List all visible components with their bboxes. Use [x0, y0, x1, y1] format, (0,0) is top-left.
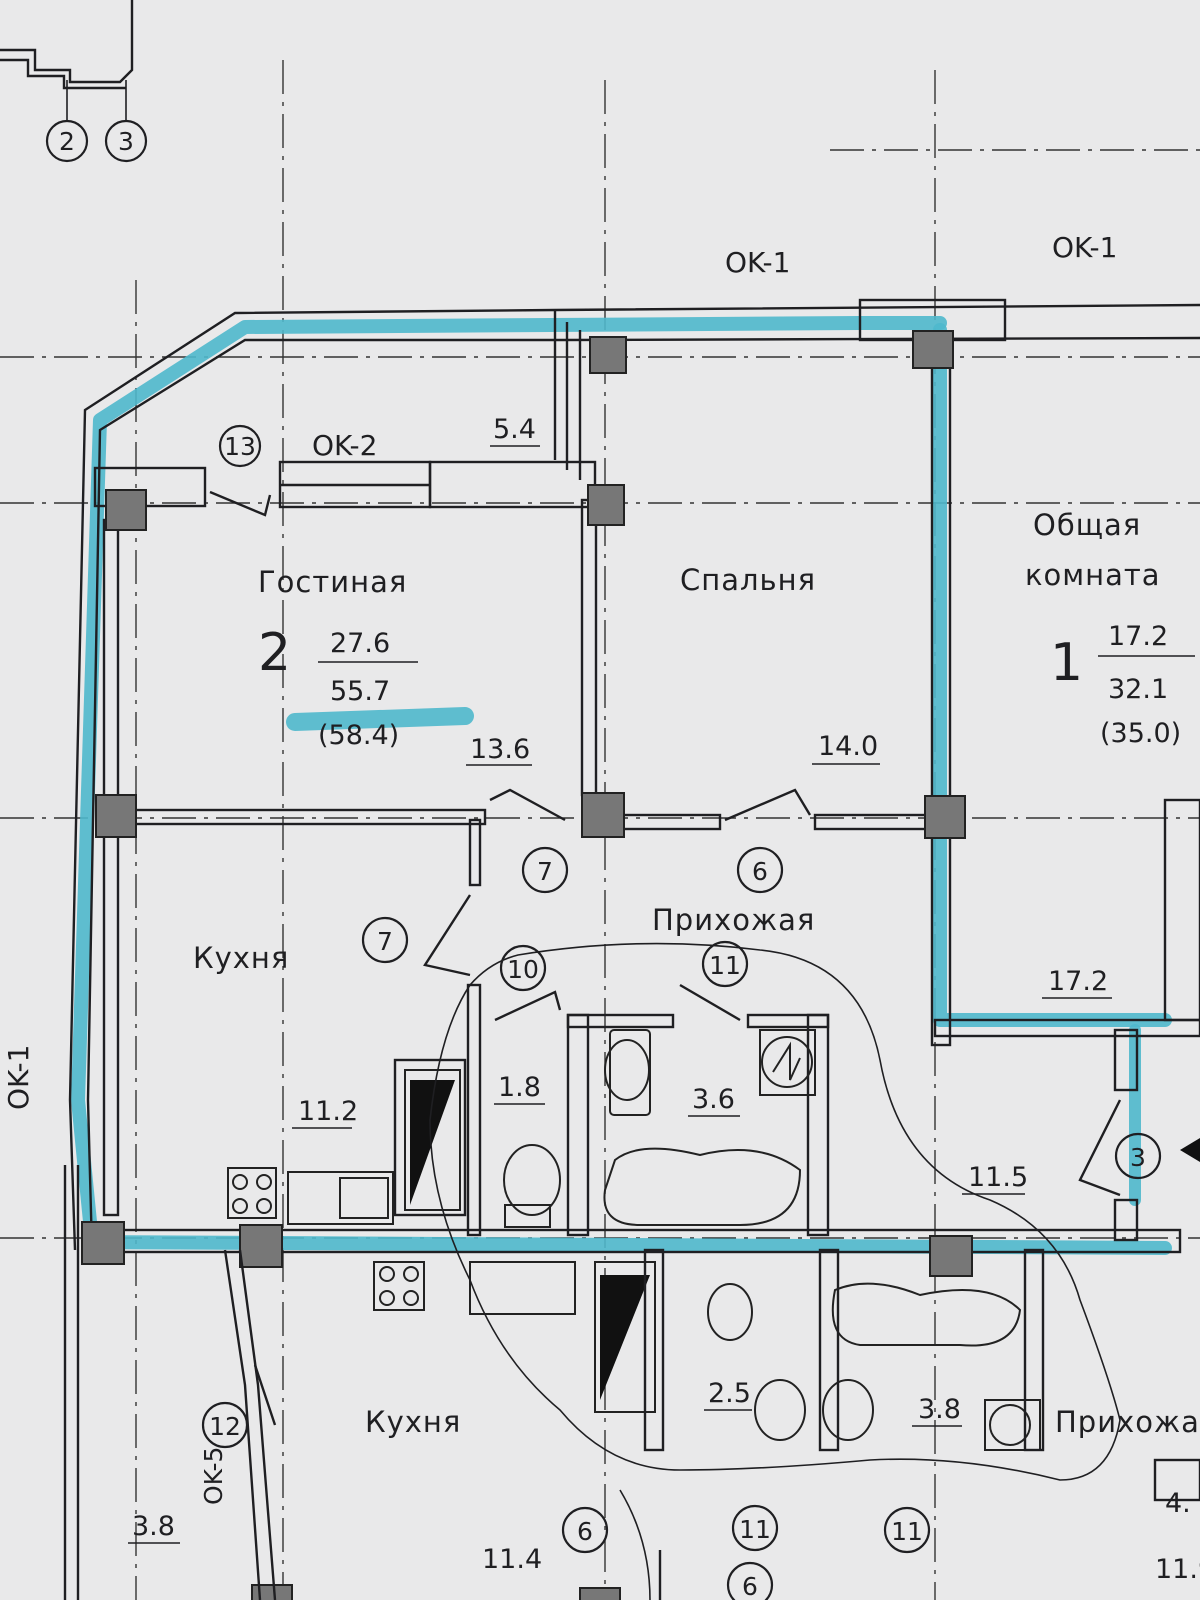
door-mark-11c: 11	[891, 1517, 923, 1546]
bath2a-area: 2.5	[708, 1378, 751, 1409]
door-mark-12: 12	[209, 1412, 241, 1441]
door-mark-7b: 7	[377, 927, 393, 956]
bathroom-area: 3.6	[692, 1084, 735, 1115]
hallway2-name: Прихожая	[1055, 1405, 1200, 1439]
window-label-ok5: OK-5	[199, 1447, 228, 1505]
wc-area: 1.8	[498, 1072, 541, 1103]
hallway-area: 11.5	[968, 1162, 1028, 1193]
door-mark-6: 6	[752, 857, 768, 886]
doors	[209, 490, 1122, 1426]
apt1-total-area: 32.1	[1108, 674, 1168, 705]
door-mark-3: 3	[1130, 1143, 1146, 1172]
area-11-9: 11.9	[1155, 1554, 1200, 1585]
door-mark-10: 10	[507, 955, 539, 984]
area-4: 4.	[1165, 1488, 1191, 1519]
apartment-highlight	[71, 316, 1172, 1255]
kitchen-name: Кухня	[193, 941, 289, 975]
window-label-ok1-a: OK-1	[725, 246, 790, 279]
door-mark-11: 11	[709, 951, 741, 980]
bedroom-area: 14.0	[818, 731, 878, 762]
living-room-area: 13.6	[470, 734, 530, 765]
kitchen-area: 11.2	[298, 1096, 358, 1127]
kitchen2-name: Кухня	[365, 1405, 461, 1439]
fixtures	[227, 1029, 1041, 1451]
bath2b-area: 3.8	[918, 1394, 961, 1425]
exterior-walls	[68, 298, 1200, 1251]
kitchen2-area: 11.4	[482, 1544, 542, 1575]
window-label-ok1-b: OK-1	[1052, 231, 1117, 264]
apt2-living-area: 27.6	[330, 628, 390, 659]
columns	[81, 330, 973, 1600]
hallway-name: Прихожая	[652, 903, 815, 937]
door-mark-6c: 6	[742, 1572, 758, 1600]
interior-walls	[93, 343, 1200, 1254]
door-mark-7a: 7	[537, 857, 553, 886]
apt1-room-count: 1	[1050, 633, 1083, 693]
upper-plan-fragment	[0, 0, 134, 90]
common-room-name-1: Общая	[1033, 508, 1141, 542]
apt2-total-area: 55.7	[330, 676, 390, 707]
door-mark-6b: 6	[577, 1517, 593, 1546]
bedroom-name: Спальня	[680, 563, 816, 597]
living-room-name: Гостиная	[258, 565, 407, 599]
plan-labels: 2 3 OK-1 OK-1 OK-2 OK-1 OK-5 13 5.4 Гост…	[2, 127, 1200, 1600]
window-label-ok2: OK-2	[312, 429, 377, 462]
pencil-annotation	[429, 942, 1121, 1600]
apt1-total-area-with-balcony: (35.0)	[1100, 718, 1181, 749]
balcony-mark: 13	[224, 432, 256, 461]
axis-mark-2: 2	[59, 127, 75, 156]
apt1-living-area: 17.2	[1108, 621, 1168, 652]
common-room-area: 17.2	[1048, 966, 1108, 997]
apt2-room-count: 2	[258, 623, 291, 683]
mark-circles	[45, 119, 1200, 1600]
apt2-total-area-with-balcony: (58.4)	[318, 720, 399, 751]
lower-walls	[63, 1165, 1200, 1600]
axis-mark-3: 3	[118, 127, 134, 156]
common-room-name-2: комната	[1025, 558, 1161, 592]
balcony-area: 5.4	[493, 414, 536, 445]
window-label-ok1-side: OK-1	[2, 1045, 35, 1110]
door-mark-11b: 11	[739, 1515, 771, 1544]
balcony2-area: 3.8	[132, 1511, 175, 1542]
